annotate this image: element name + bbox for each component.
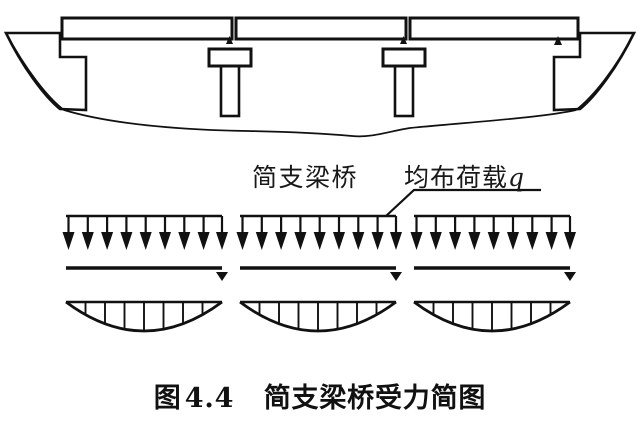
pier-column-1 — [219, 64, 241, 118]
ground-line — [5, 32, 635, 138]
support-triangle-span-2 — [390, 272, 402, 281]
support-triangle-span-1 — [216, 272, 228, 281]
girder-box-span-2 — [234, 16, 408, 41]
moment-diagram-span-2 — [239, 300, 397, 333]
udl-label-symbol: q — [508, 163, 526, 192]
udl-leader-line — [385, 188, 541, 217]
moment-diagram-span-1 — [65, 300, 223, 333]
udl-label-text: 均布荷载 — [404, 163, 509, 192]
span-2-group — [236, 214, 402, 333]
pier-cap-2 — [381, 47, 427, 68]
caption-title: 简支梁桥受力简图 — [263, 383, 487, 414]
load-arrows-span-1 — [62, 216, 228, 250]
label-uniformly-distributed-load: 均布荷载q — [404, 158, 525, 194]
caption-number: 4.4 — [184, 383, 235, 414]
bearing-triangle-pier-1 — [226, 36, 233, 44]
bearing-triangle-abutment-right — [554, 36, 562, 45]
label-simply-supported-beam-bridge: 简支梁桥 — [252, 163, 359, 192]
abutment-right — [552, 31, 637, 112]
bridge-elevation-view — [3, 16, 637, 138]
span-1-group — [62, 214, 228, 333]
pier-cap-1 — [207, 47, 253, 68]
girder-box-span-3 — [408, 16, 580, 41]
abutment-left — [3, 31, 88, 112]
pier-2 — [381, 36, 427, 118]
moment-diagram-span-3 — [413, 300, 571, 333]
pier-1 — [207, 36, 253, 118]
pier-column-2 — [393, 64, 415, 118]
girder-box-span-1 — [60, 16, 234, 41]
support-triangle-span-3 — [564, 272, 576, 281]
load-arrows-span-2 — [236, 216, 402, 250]
load-arrows-span-3 — [410, 216, 576, 250]
load-diagram — [62, 214, 576, 333]
caption-prefix: 图 — [153, 383, 182, 414]
bearing-triangle-pier-2 — [400, 36, 407, 44]
span-3-group — [410, 214, 576, 333]
